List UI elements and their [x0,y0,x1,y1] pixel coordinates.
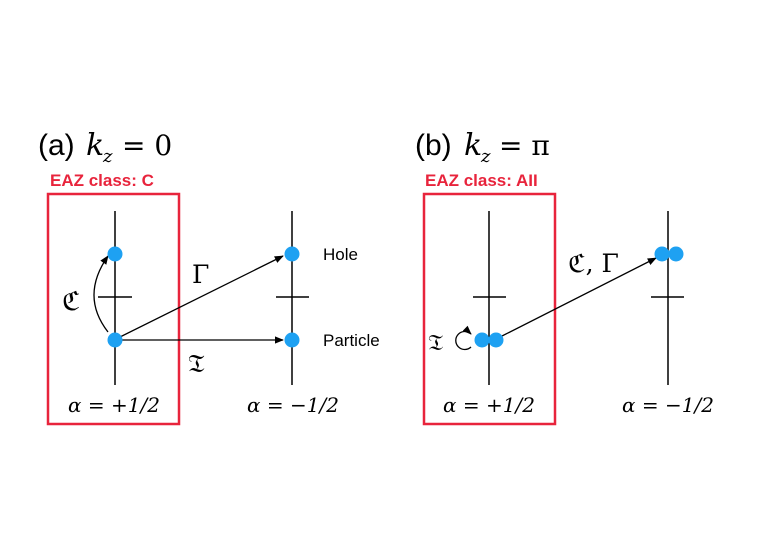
panel-b-dot-right-2 [668,246,684,262]
panel-b-label: (b) [415,129,452,162]
panel-b-alpha-left: α = +1/2 [443,393,535,417]
panel-b-k-symbol: k [464,128,482,163]
panel-a-dot-left-top [107,246,123,262]
panel-a-alpha-right: α = −1/2 [247,393,339,417]
panel-b-alpha-right: α = −1/2 [622,393,714,417]
panel-a-particle-label: Particle [323,331,380,350]
panel-a-alpha-left: α = +1/2 [68,393,160,417]
panel-a-hole-label: Hole [323,245,358,264]
panel-a-gamma-arrow [117,255,284,339]
panel-a-k-symbol: k [86,128,104,163]
panel-a: (a) k z = 0 EAZ class: C ℭ Γ 𝔗 Hole Part… [38,128,380,426]
panel-a-class-box [46,192,181,426]
panel-a-class-label: EAZ class: C [50,171,154,190]
panel-b-class-label: EAZ class: AII [425,171,538,190]
panel-a-dot-left-bottom [107,332,123,348]
panel-a-k-subscript: z [102,146,113,167]
panel-b-t-loop-arrow [455,325,472,351]
panel-a-label: (a) [38,129,75,162]
panel-a-sym-gamma: Γ [192,260,209,289]
panel-b-sym-cgamma: ℭ, Γ [568,249,619,278]
panel-a-c-arrow [93,255,109,333]
panel-b-dot-right-1 [654,246,670,262]
panel-a-dot-particle [284,332,300,348]
panel-a-dot-hole [284,246,300,262]
panel-b-sym-t: 𝔗 [428,330,444,356]
panel-b-k-subscript: z [480,146,491,167]
panel-a-sym-c: ℭ [62,287,80,317]
panel-a-k-value: = 0 [122,129,172,162]
panel-a-sym-t: 𝔗 [188,349,205,378]
panel-b-dot-left-1 [474,332,490,348]
panel-b-cgamma-arrow [501,257,657,337]
panel-b: (b) k z = π EAZ class: AII 𝔗 ℭ, Γ α = +1… [415,128,714,426]
panel-b-dot-left-2 [488,332,504,348]
panel-b-k-value: = π [499,129,550,162]
